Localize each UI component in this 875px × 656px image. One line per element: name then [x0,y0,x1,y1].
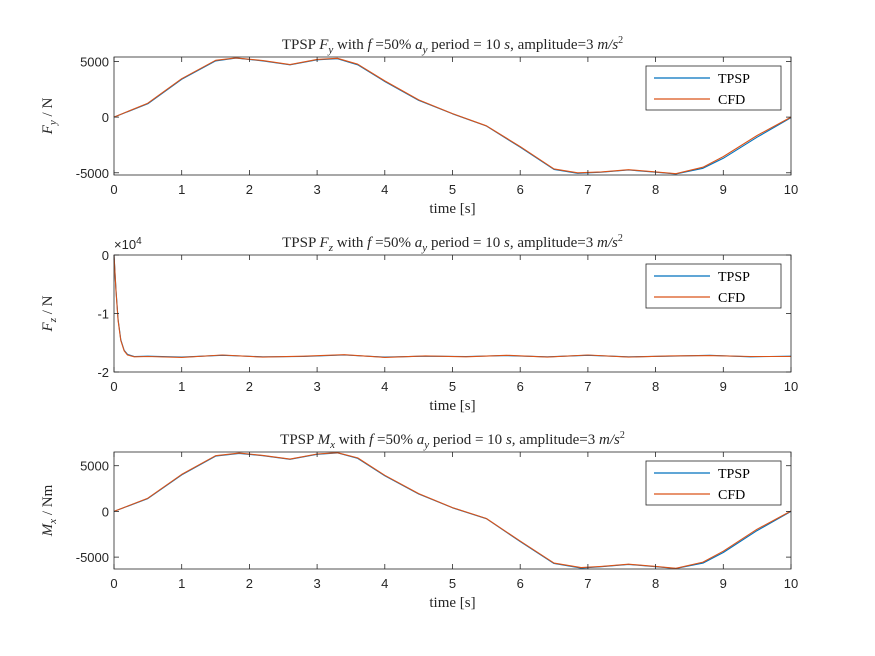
x-tick-label: 2 [246,379,253,394]
x-tick-label: 1 [178,182,185,197]
x-tick-label: 0 [110,379,117,394]
x-tick-label: 7 [584,576,591,591]
x-tick-label: 6 [517,576,524,591]
x-tick-label: 4 [381,182,388,197]
x-tick-label: 8 [652,379,659,394]
x-tick-label: 10 [784,576,798,591]
legend-label-tpsp: TPSP [718,72,750,87]
x-tick-label: 8 [652,576,659,591]
x-tick-label: 8 [652,182,659,197]
x-tick-label: 7 [584,182,591,197]
chart-2: 0 1 2 3 4 5 6 7 8 9 10 0 -1 -2 ×104 TPSP Fz with f =50%… [40,233,798,414]
x-tick-label: 0 [110,182,117,197]
legend: TPSP CFD [645,263,782,309]
chart-title: TPSP Fy with f =50% ay period = 10 s, am… [282,35,623,56]
x-tick-label: 3 [313,576,320,591]
x-tick-label: 5 [449,182,456,197]
x-tick-label: 9 [720,576,727,591]
x-tick-label: 2 [246,576,253,591]
legend-label-cfd: CFD [718,93,745,108]
y-tick-label: 0 [102,110,109,125]
legend-label-tpsp: TPSP [718,270,750,285]
x-tick-label: 10 [784,182,798,197]
y-tick-label: 0 [102,504,109,519]
x-tick-label: 2 [246,182,253,197]
x-tick-label: 3 [313,182,320,197]
chart-title: TPSP Mx with f =50% ay period = 10 s, am… [280,430,625,451]
y-axis-label: Fy / N [40,98,59,136]
x-axis-label: time [s] [429,201,475,217]
series-line-cfd [113,452,792,569]
x-tick-label: 10 [784,379,798,394]
y-tick-label: -5000 [76,166,109,181]
y-tick-label: 0 [102,248,109,263]
x-tick-label: 6 [517,379,524,394]
x-tick-label: 0 [110,576,117,591]
x-axis-label: time [s] [429,398,475,414]
y-axis-label: Mx / Nm [40,484,59,537]
x-tick-label: 9 [720,182,727,197]
legend-label-cfd: CFD [718,291,745,306]
x-tick-label: 5 [449,576,456,591]
legend-label-cfd: CFD [718,488,745,503]
x-tick-label: 5 [449,379,456,394]
x-tick-label: 3 [313,379,320,394]
y-tick-label: -5000 [76,550,109,565]
x-tick-label: 1 [178,576,185,591]
legend-box [645,263,782,309]
chart-title: TPSP Fz with f =50% ay period = 10 s, am… [282,233,623,254]
x-tick-label: 7 [584,379,591,394]
legend: TPSP CFD [645,460,782,506]
x-tick-label: 1 [178,379,185,394]
y-axis-label: Fz / N [40,295,59,332]
y-exponent-label: ×104 [114,236,142,252]
legend-label-tpsp: TPSP [718,467,750,482]
legend: TPSP CFD [645,65,782,111]
y-tick-label: 5000 [80,459,109,474]
y-tick-label: 5000 [80,54,109,69]
y-tick-label: -2 [97,365,109,380]
series-line-cfd [113,57,792,175]
series-line-cfd [113,254,791,358]
y-tick-label: -1 [97,307,109,322]
legend-box [645,460,782,506]
legend-box [645,65,782,111]
x-tick-label: 6 [517,182,524,197]
x-tick-label: 4 [381,576,388,591]
x-tick-label: 4 [381,379,388,394]
x-tick-label: 9 [720,379,727,394]
x-axis-label: time [s] [429,595,475,611]
